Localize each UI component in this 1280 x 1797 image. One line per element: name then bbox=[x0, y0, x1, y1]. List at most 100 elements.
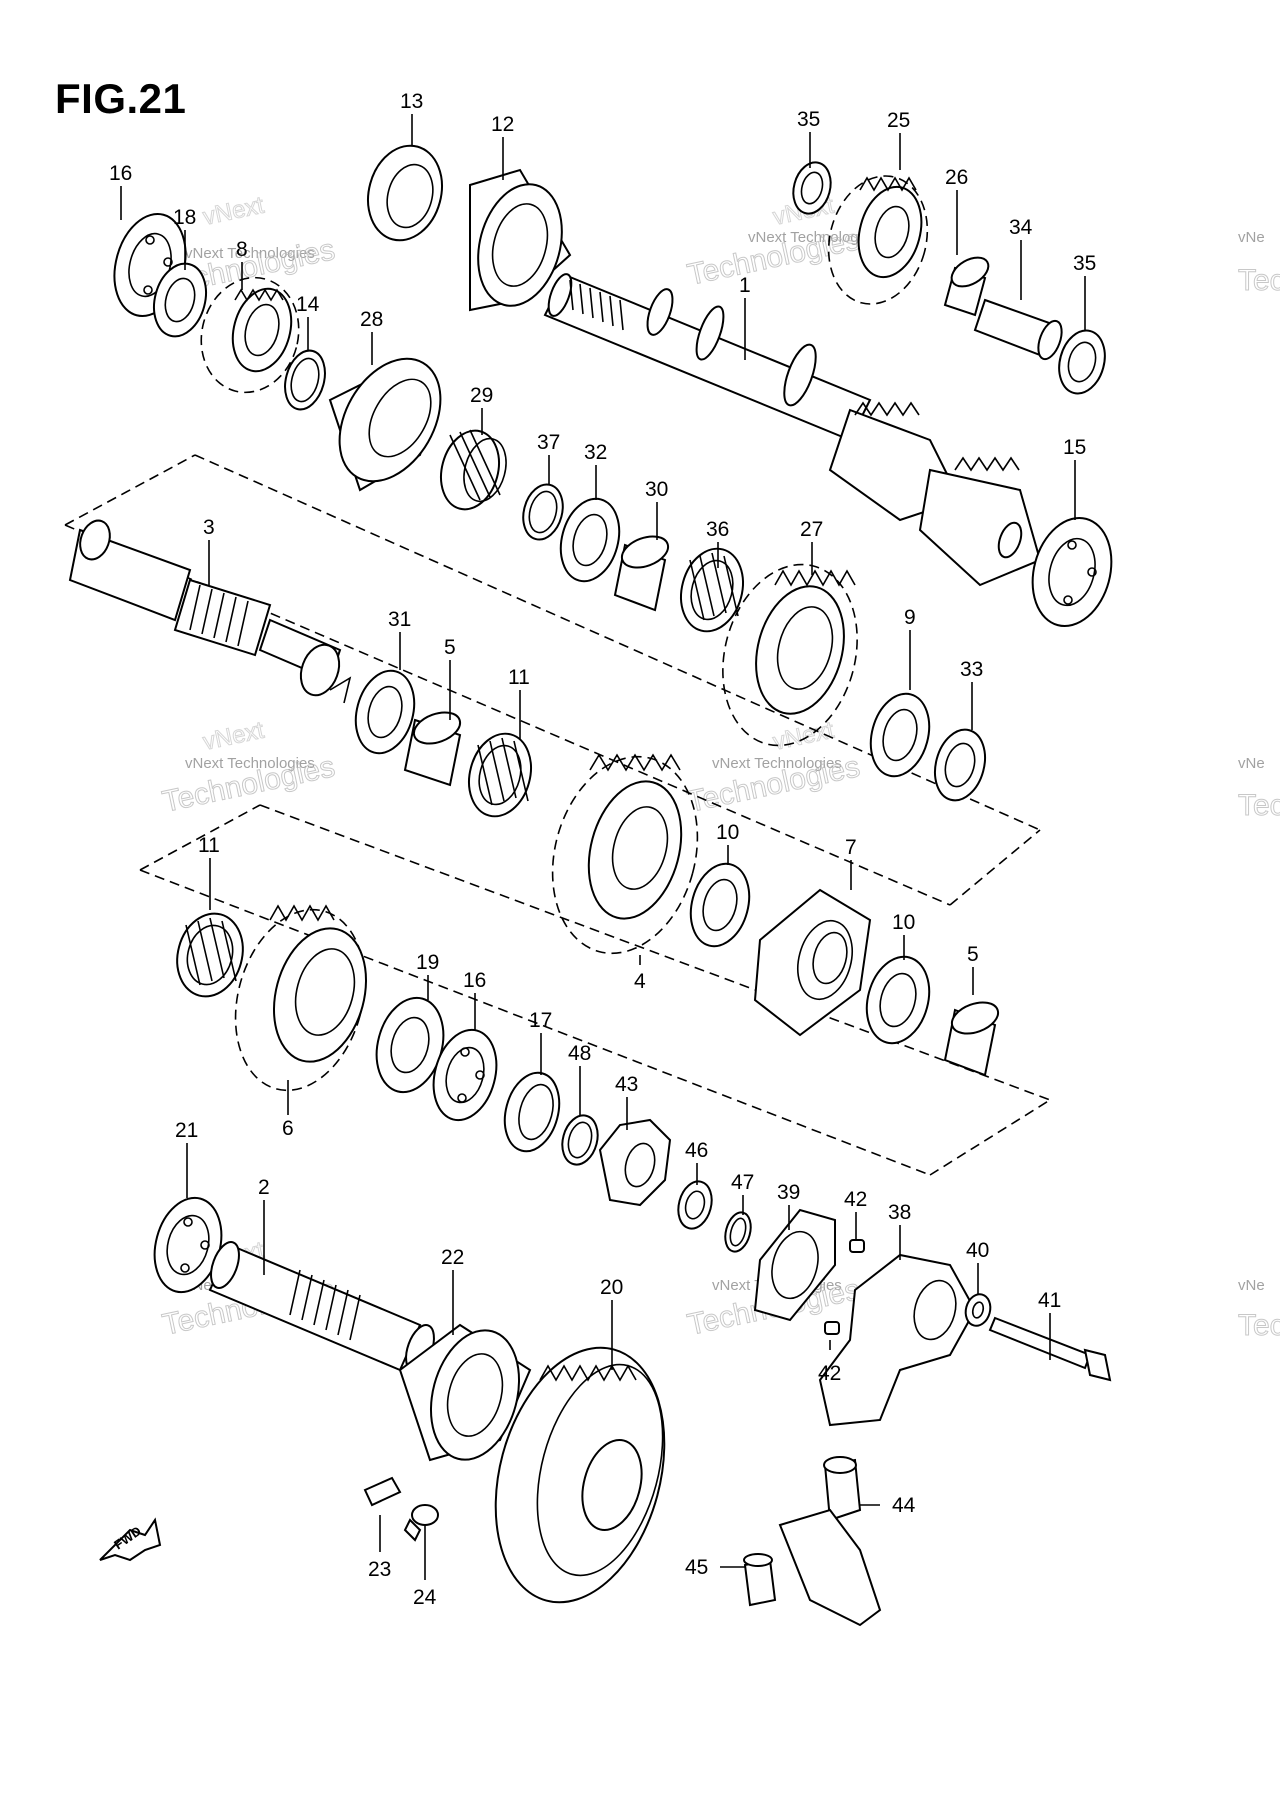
label-5: 5 bbox=[967, 943, 979, 966]
outline-countershaft-right bbox=[949, 829, 1041, 906]
part-bolt-45 bbox=[743, 1553, 777, 1607]
watermark-text: Tec bbox=[1238, 1309, 1280, 1342]
outline-countershaft-left bbox=[64, 454, 196, 526]
label-34: 34 bbox=[1009, 216, 1033, 239]
part-bolt-41 bbox=[988, 1316, 1112, 1382]
label-17: 17 bbox=[529, 1009, 552, 1032]
part-washer-35-top bbox=[792, 161, 832, 215]
part-circlip-14 bbox=[284, 349, 326, 411]
part-gear-27 bbox=[722, 563, 858, 747]
label-6: 6 bbox=[282, 1117, 294, 1140]
label-3: 3 bbox=[203, 516, 215, 539]
label-10: 10 bbox=[716, 821, 739, 844]
part-cover-38 bbox=[818, 1253, 977, 1427]
label-12: 12 bbox=[491, 113, 514, 136]
part-washer-35-right bbox=[1058, 329, 1106, 395]
watermark-text: vNe bbox=[1238, 1277, 1265, 1294]
watermark-2: vNext vNext Technologies Technologies bbox=[684, 191, 878, 292]
part-lock-washer-32 bbox=[559, 497, 621, 583]
part-bearing-15 bbox=[1031, 516, 1113, 628]
part-gear-25 bbox=[827, 175, 929, 305]
part-needle-bearing-11-left bbox=[176, 912, 244, 998]
label-5: 5 bbox=[444, 636, 456, 659]
part-speed-sensor-44 bbox=[778, 1456, 882, 1627]
watermark-text: Tec bbox=[1238, 264, 1280, 297]
label-26: 26 bbox=[945, 166, 968, 189]
label-4: 4 bbox=[634, 970, 646, 993]
part-circlip-37 bbox=[522, 483, 564, 541]
watermark-text: vNe bbox=[1238, 755, 1265, 772]
part-bushing-5-top bbox=[403, 711, 462, 787]
label-46: 46 bbox=[685, 1139, 708, 1162]
label-36: 36 bbox=[706, 518, 729, 541]
watermark-text: vNext bbox=[771, 717, 837, 756]
label-21: 21 bbox=[175, 1119, 198, 1142]
label-31: 31 bbox=[388, 608, 411, 631]
part-bearing-12 bbox=[469, 168, 572, 312]
label-22: 22 bbox=[441, 1246, 464, 1269]
label-16: 16 bbox=[463, 969, 486, 992]
leader-lines bbox=[120, 114, 1086, 1580]
label-44: 44 bbox=[892, 1494, 916, 1517]
part-circlip-47 bbox=[724, 1211, 752, 1253]
label-25: 25 bbox=[887, 109, 910, 132]
part-needle-bearing-29 bbox=[440, 429, 507, 511]
part-oil-seal-17 bbox=[503, 1071, 561, 1153]
label-41: 41 bbox=[1038, 1289, 1061, 1312]
part-washer-46 bbox=[677, 1180, 713, 1230]
label-8: 8 bbox=[236, 238, 248, 261]
label-1: 1 bbox=[739, 274, 751, 297]
label-16: 16 bbox=[109, 162, 132, 185]
label-13: 13 bbox=[400, 90, 423, 113]
watermark-4: vNext vNext Technologies Technologies bbox=[684, 716, 863, 819]
figure-title: FIG.21 bbox=[55, 75, 187, 122]
part-bearing-22 bbox=[398, 1323, 532, 1462]
label-29: 29 bbox=[470, 384, 493, 407]
label-11: 11 bbox=[508, 666, 530, 689]
part-oil-seal-13 bbox=[367, 144, 443, 242]
watermark-text: vNext Technologies bbox=[712, 755, 842, 772]
outline-driveshaft-left bbox=[139, 804, 261, 871]
part-lock-plate-23 bbox=[363, 1476, 402, 1507]
label-38: 38 bbox=[888, 1201, 911, 1224]
part-washer-18 bbox=[153, 262, 207, 338]
part-washer-10-top bbox=[689, 862, 751, 948]
label-2: 2 bbox=[258, 1176, 270, 1199]
label-10: 10 bbox=[892, 911, 915, 934]
part-bushing-5-right bbox=[943, 1001, 1000, 1077]
label-42: 42 bbox=[844, 1188, 867, 1211]
part-countershaft-3 bbox=[68, 519, 352, 704]
label-47: 47 bbox=[731, 1171, 754, 1194]
label-18: 18 bbox=[173, 206, 196, 229]
part-bushing-26 bbox=[943, 256, 990, 317]
label-43: 43 bbox=[615, 1073, 638, 1096]
part-lock-washer-33 bbox=[934, 728, 986, 802]
label-39: 39 bbox=[777, 1181, 800, 1204]
label-19: 19 bbox=[416, 951, 439, 974]
label-40: 40 bbox=[966, 1239, 989, 1262]
label-7: 7 bbox=[845, 836, 857, 859]
assembly-outlines bbox=[64, 454, 1051, 1176]
part-gear-20 bbox=[494, 1346, 666, 1604]
label-11: 11 bbox=[198, 834, 220, 857]
part-needle-bearing-36 bbox=[680, 547, 744, 633]
part-sleeve-34 bbox=[973, 298, 1063, 361]
label-23: 23 bbox=[368, 1558, 391, 1581]
part-dowel-42-upper bbox=[849, 1239, 865, 1253]
part-screw-24 bbox=[403, 1504, 439, 1542]
label-27: 27 bbox=[800, 518, 823, 541]
label-35: 35 bbox=[1073, 252, 1096, 275]
watermark-text: Tec bbox=[1238, 789, 1280, 822]
part-needle-bearing-11-top bbox=[468, 732, 532, 818]
part-circlip-48 bbox=[561, 1114, 599, 1166]
watermark-text: vNext Technologies bbox=[185, 755, 315, 772]
watermark-text: vNext Technologies bbox=[185, 245, 315, 262]
part-mainshaft-1 bbox=[543, 273, 1042, 587]
part-bushing-30 bbox=[613, 535, 670, 612]
part-gasket-39 bbox=[753, 1208, 836, 1322]
part-washer-10-right bbox=[865, 955, 931, 1045]
part-gear-6 bbox=[234, 904, 368, 1092]
watermark-text: vNext bbox=[201, 192, 267, 231]
